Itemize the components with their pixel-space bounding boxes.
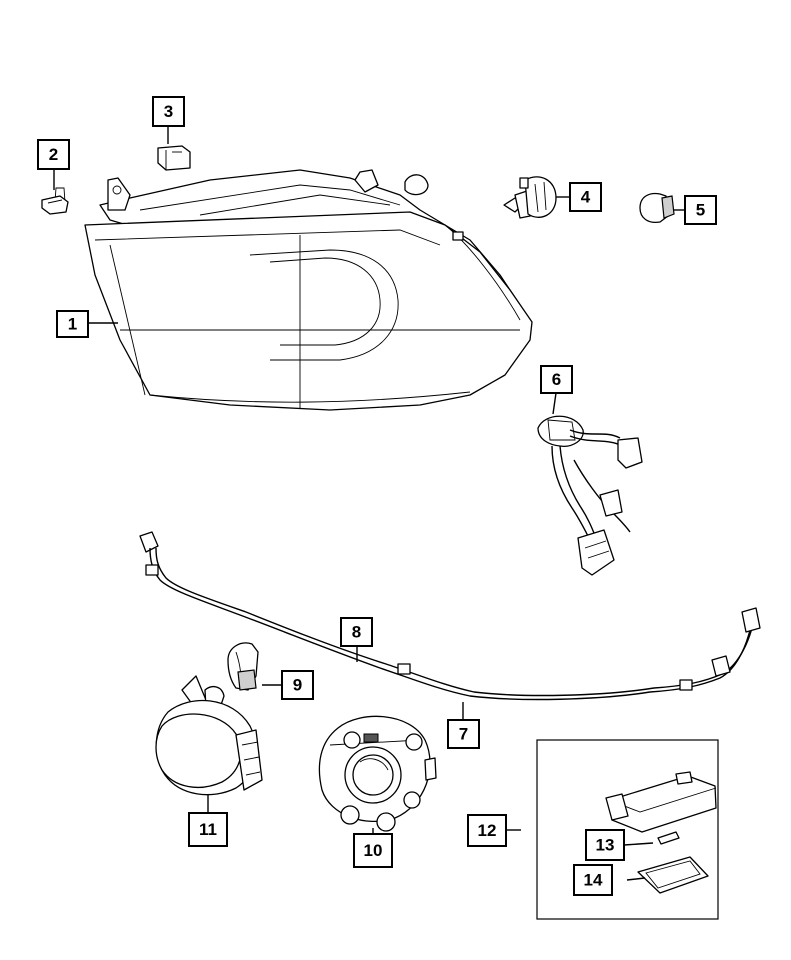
projector-lamp-part-10 — [318, 715, 437, 832]
callout-10: 10 — [353, 833, 393, 868]
bulb-part-5 — [639, 192, 675, 224]
bulb-part-4 — [503, 176, 557, 219]
callout-4: 4 — [569, 182, 602, 212]
callout-2: 2 — [37, 139, 70, 170]
svg-text:1: 1 — [68, 315, 77, 334]
svg-text:8: 8 — [352, 623, 361, 642]
callout-7: 7 — [447, 719, 480, 749]
fog-lamp-part-11 — [155, 675, 263, 796]
callout-9: 9 — [281, 670, 314, 700]
headlamp-assembly — [84, 169, 533, 411]
svg-text:5: 5 — [696, 201, 705, 220]
callout-12: 12 — [467, 814, 507, 847]
callout-5: 5 — [684, 195, 717, 225]
svg-text:11: 11 — [199, 820, 217, 839]
bulb-part-9 — [227, 642, 259, 691]
callout-6: 6 — [540, 365, 573, 394]
callout-8: 8 — [340, 617, 373, 647]
callout-14: 14 — [573, 864, 613, 896]
harness-part-7-8 — [139, 531, 761, 701]
callout-13: 13 — [585, 829, 625, 861]
inset-box-part-12 — [536, 739, 719, 920]
clip-part-3 — [157, 145, 191, 171]
callout-1: 1 — [56, 310, 89, 338]
svg-text:13: 13 — [596, 836, 615, 855]
svg-text:3: 3 — [164, 102, 173, 121]
svg-text:2: 2 — [49, 145, 58, 164]
callout-3: 3 — [152, 96, 185, 127]
leader-lines — [53, 126, 685, 881]
svg-text:12: 12 — [478, 821, 497, 840]
bolt-part-2 — [41, 187, 69, 215]
svg-text:6: 6 — [552, 370, 561, 389]
harness-part-6 — [537, 415, 643, 576]
svg-text:9: 9 — [293, 676, 302, 695]
svg-text:7: 7 — [459, 725, 468, 744]
svg-text:10: 10 — [364, 841, 383, 860]
svg-text:4: 4 — [581, 188, 591, 207]
svg-text:14: 14 — [584, 871, 603, 890]
callout-11: 11 — [188, 812, 228, 847]
